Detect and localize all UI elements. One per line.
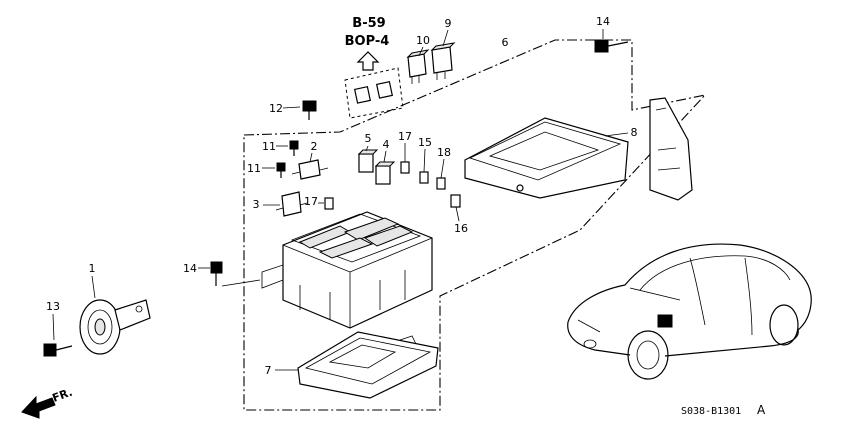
mounting-bracket — [649, 97, 693, 201]
bolt-11-lower — [276, 162, 286, 178]
callout-14-top: 14 — [596, 15, 610, 28]
callout-4: 4 — [383, 138, 390, 151]
callout-15: 15 — [418, 136, 432, 149]
diagram-code: S038-B1301 — [681, 406, 741, 417]
reference-b59: B-59 — [352, 16, 385, 31]
front-direction-indicator: FR. — [21, 386, 75, 419]
callout-11-upper: 11 — [262, 140, 276, 153]
relay-10 — [406, 49, 430, 84]
front-arrow-icon — [21, 395, 56, 419]
fuse-box-lower-cover-7 — [297, 331, 439, 399]
under-hood-fuse-box — [261, 211, 433, 329]
callout-7: 7 — [265, 364, 272, 377]
bolt-14-left — [210, 261, 261, 287]
callout-9: 9 — [445, 17, 452, 30]
callout-11-lower: 11 — [247, 162, 261, 175]
fuse-15 — [419, 171, 429, 184]
callout-2: 2 — [311, 140, 318, 153]
callout-3: 3 — [253, 198, 260, 211]
bolt-13 — [43, 343, 73, 357]
fuse-17-lower — [324, 197, 334, 210]
callout-17-top: 17 — [398, 130, 412, 143]
callout-1: 1 — [89, 262, 96, 275]
callout-18: 18 — [437, 146, 451, 159]
vehicle-location-illustration — [567, 243, 812, 380]
bolt-11-upper — [289, 140, 299, 156]
fuse-18 — [436, 177, 446, 190]
callout-10: 10 — [416, 34, 430, 47]
bolt-12 — [302, 100, 317, 120]
optional-relay-box — [344, 67, 404, 119]
horn-1 — [79, 299, 151, 355]
callout-16: 16 — [454, 222, 468, 235]
diagram-code-suffix: A — [757, 403, 766, 417]
relay-9 — [430, 42, 456, 80]
callout-5: 5 — [365, 132, 372, 145]
reference-note: B-59 BOP-4 — [345, 16, 390, 71]
callout-17-lower: 17 — [304, 195, 318, 208]
bolt-14-top — [594, 39, 629, 53]
reference-bop4: BOP-4 — [345, 34, 390, 49]
relay-5 — [357, 149, 379, 173]
callout-14-left: 14 — [183, 262, 197, 275]
callout-8: 8 — [631, 126, 638, 139]
relay-4 — [374, 161, 396, 185]
fuse-box-lid-8 — [464, 117, 629, 199]
callout-6: 6 — [502, 36, 509, 49]
fuse-16 — [450, 194, 461, 208]
callout-13: 13 — [46, 300, 60, 313]
relay-bracket-3 — [275, 191, 308, 217]
fuse-17-top — [400, 161, 410, 174]
up-arrow-icon — [356, 51, 380, 71]
assembly-outline — [243, 39, 707, 411]
relay-bracket-2 — [291, 159, 329, 180]
front-label: FR. — [51, 386, 75, 405]
callout-12: 12 — [269, 102, 283, 115]
